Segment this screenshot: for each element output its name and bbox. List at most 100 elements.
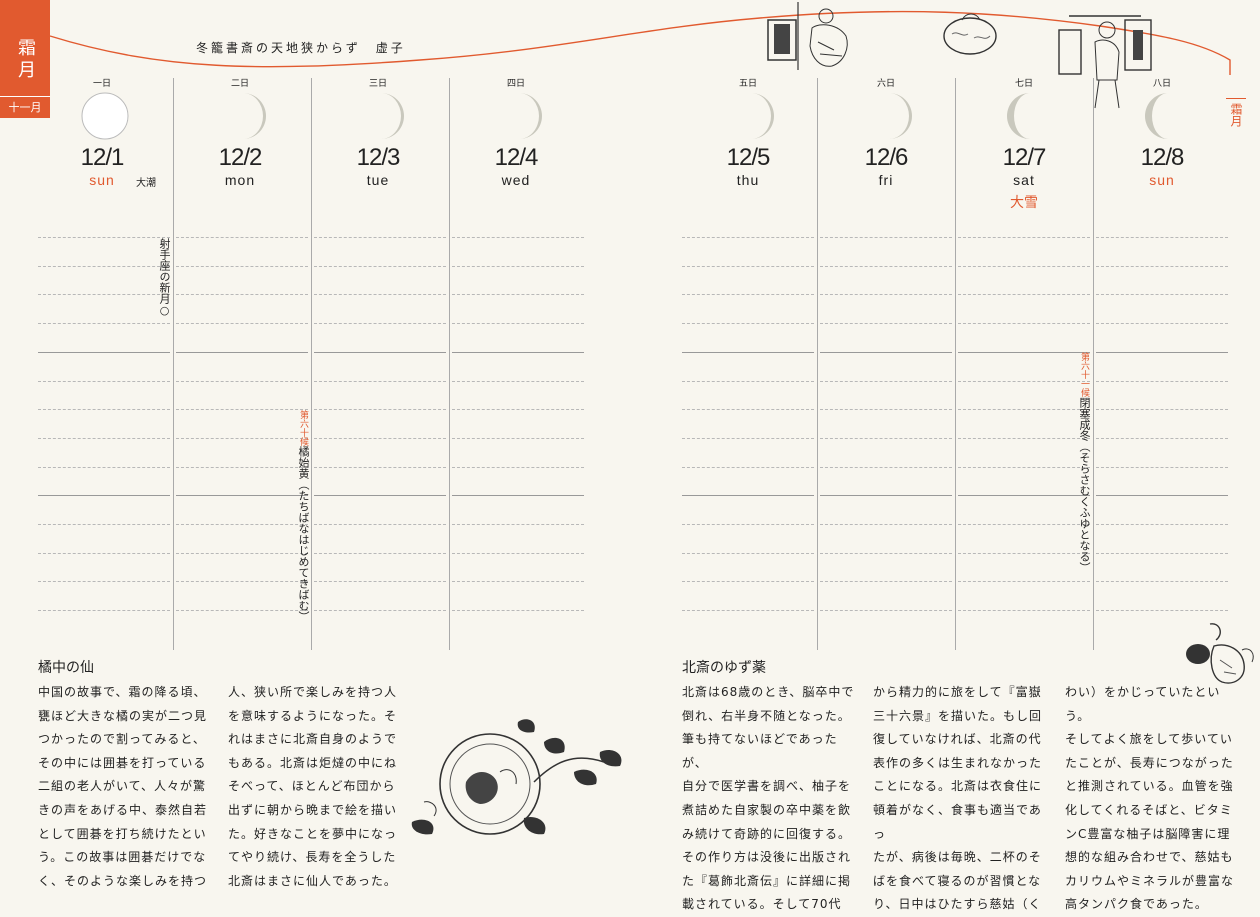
ruled-line — [452, 524, 584, 525]
ruled-line — [682, 466, 814, 468]
kanji-day: 五日 — [738, 79, 757, 89]
date-number: 12/8 — [1140, 144, 1185, 171]
ruled-line — [1096, 437, 1228, 439]
ruled-line — [958, 495, 1090, 497]
ruled-line — [958, 294, 1090, 296]
ruled-line — [38, 237, 170, 238]
ruled-line — [38, 265, 170, 267]
moon-phase-icon — [80, 91, 130, 141]
moon-phase-icon — [1140, 91, 1190, 141]
kanji-day: 二日 — [230, 79, 249, 89]
ruled-line — [1096, 265, 1228, 267]
ruled-line — [452, 610, 584, 612]
seasonal-kou-60: 第六十候橘始黄（たちばなはじめてきばむ） — [296, 410, 310, 622]
ruled-line — [682, 437, 814, 439]
ruled-line — [958, 437, 1090, 439]
ruled-line — [958, 265, 1090, 267]
ruled-line — [682, 237, 814, 238]
left-article-col2: 人、狭い所で楽しみを持つ人 を意味するようになった。そ れはまさに北斎自身のよう… — [228, 685, 398, 888]
kanji-day: 八日 — [1152, 79, 1171, 89]
ruled-line — [820, 495, 952, 497]
ruled-line — [176, 466, 308, 468]
traveler-carrying-boxes-illustration — [1058, 15, 1152, 109]
ruled-line — [820, 265, 952, 267]
ruled-line — [1096, 351, 1228, 353]
ruled-line — [682, 610, 814, 612]
weekday: tue — [366, 172, 390, 188]
left-article-title: 橘中の仙 — [38, 660, 94, 676]
ruled-line — [820, 351, 952, 353]
kou-60-text: 橘始黄（たちばなはじめてきばむ） — [297, 446, 310, 622]
moon-phase-icon — [726, 91, 776, 141]
ruled-line — [38, 437, 170, 439]
ruled-line — [682, 351, 814, 353]
ruled-line — [452, 265, 584, 267]
ruled-line — [1096, 409, 1228, 411]
ruled-line — [452, 581, 584, 583]
month-tab-kanji: 霜月 — [15, 38, 36, 82]
column-divider — [1093, 78, 1094, 650]
ruled-line — [314, 351, 446, 353]
weekday: wed — [501, 172, 531, 188]
ruled-line — [452, 294, 584, 296]
ruled-line — [1096, 294, 1228, 296]
ruled-line — [682, 524, 814, 525]
ruled-line — [38, 552, 170, 554]
ruled-line — [958, 581, 1090, 583]
kuwai-arrowhead-illustration — [1186, 623, 1254, 684]
column-divider — [311, 78, 312, 650]
ruled-line — [820, 466, 952, 468]
ruled-line — [820, 237, 952, 238]
ruled-line — [38, 294, 170, 296]
ruled-line — [820, 323, 952, 325]
ruled-line — [176, 265, 308, 267]
ruled-line — [452, 237, 584, 238]
ruled-line — [682, 380, 814, 382]
ruled-line — [314, 495, 446, 497]
ruled-line — [1096, 466, 1228, 468]
weekday: mon — [224, 172, 256, 188]
ruled-line — [176, 294, 308, 296]
ruled-line — [176, 237, 308, 238]
right-article-col2: から精力的に旅をして『富嶽 三十六景』を描いた。もし回 復していなければ、北斎の… — [873, 685, 1043, 912]
seasonal-kou-61: 第六十一候閉塞成冬（そらさむくふゆとなる） — [1077, 352, 1091, 573]
ruled-line — [1096, 524, 1228, 525]
date-number: 12/2 — [218, 144, 263, 171]
ruled-line — [682, 323, 814, 325]
kanji-day: 一日 — [92, 79, 111, 89]
ruled-line — [452, 466, 584, 468]
moon-phase-icon — [218, 91, 268, 141]
ruled-line — [176, 610, 308, 612]
ruled-line — [682, 552, 814, 554]
kou-61-text: 閉塞成冬（そらさむくふゆとなる） — [1078, 397, 1091, 573]
right-article-title: 北斎のゆず薬 — [682, 660, 766, 676]
date-number: 12/7 — [1002, 144, 1047, 171]
ruled-line — [176, 552, 308, 554]
ruled-line — [820, 294, 952, 296]
ruled-line — [820, 524, 952, 525]
month-tab: 霜月 十一月 — [0, 0, 50, 118]
column-divider — [955, 78, 956, 650]
ruled-line — [820, 610, 952, 612]
ruled-line — [820, 552, 952, 554]
tachibana-fruit-illustration — [411, 719, 622, 835]
right-article-col3: わい）をかじっていたという。 そしてよく旅をして歩いてい たことが、長寿につなが… — [1065, 685, 1235, 912]
ruled-line — [314, 237, 446, 238]
ruled-line — [38, 524, 170, 525]
ruled-line — [314, 437, 446, 439]
ruled-line — [958, 610, 1090, 612]
ruled-line — [314, 323, 446, 325]
right-article-col1: 北斎は68歳のとき、脳卒中で 倒れ、右半身不随となった。 筆も持てないほどであっ… — [682, 685, 855, 912]
ruled-line — [1096, 237, 1228, 238]
ruled-line — [176, 581, 308, 583]
kanji-day: 七日 — [1014, 79, 1033, 89]
ruled-line — [452, 380, 584, 382]
ruled-line — [314, 294, 446, 296]
ruled-line — [314, 409, 446, 411]
ruled-line — [1096, 610, 1228, 612]
yuzu-fruit-illustration — [943, 13, 997, 55]
ruled-line — [38, 380, 170, 382]
ruled-line — [820, 581, 952, 583]
moon-phase-icon — [1002, 91, 1052, 141]
ruled-line — [958, 237, 1090, 238]
